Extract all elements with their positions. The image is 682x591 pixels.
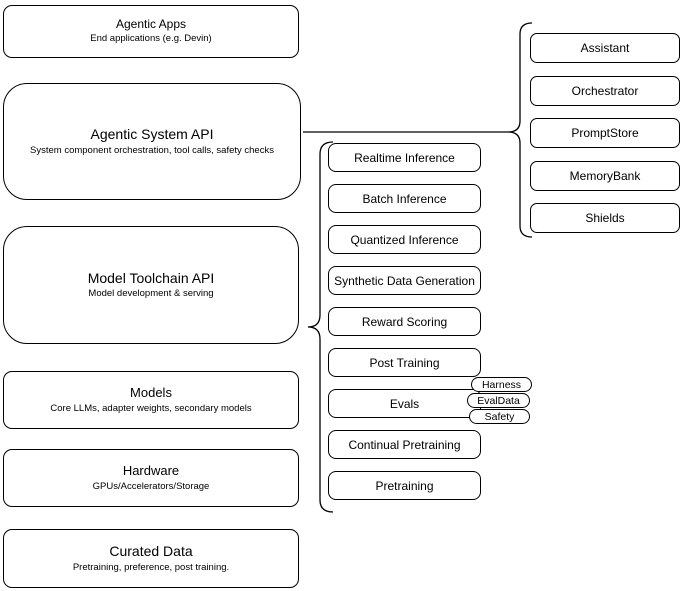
component-shields: Shields bbox=[530, 203, 680, 233]
box-title: Hardware bbox=[122, 462, 180, 478]
toolchain-item-pretraining: Pretraining bbox=[328, 471, 481, 500]
box-title: Models bbox=[130, 384, 172, 400]
eval-tag-safety: Safety bbox=[469, 409, 530, 424]
toolchain-item-synthetic-data-generation: Synthetic Data Generation bbox=[328, 266, 481, 295]
box-subtitle: GPUs/Accelerators/Storage bbox=[92, 480, 210, 492]
toolchain-item-post-training: Post Training bbox=[328, 348, 481, 377]
toolchain-item-evals: Evals bbox=[328, 389, 481, 418]
box-subtitle: Core LLMs, adapter weights, secondary mo… bbox=[50, 402, 252, 414]
box-subtitle: Pretraining, preference, post training. bbox=[72, 561, 230, 573]
eval-tag-evaldata: EvalData bbox=[467, 393, 530, 408]
box-title: Agentic Apps bbox=[115, 16, 187, 31]
eval-tag-harness: Harness bbox=[471, 377, 532, 392]
component-assistant: Assistant bbox=[530, 33, 680, 63]
toolchain-item-quantized-inference: Quantized Inference bbox=[328, 225, 481, 254]
box-subtitle: End applications (e.g. Devin) bbox=[90, 33, 212, 45]
box-hardware: Hardware GPUs/Accelerators/Storage bbox=[3, 449, 299, 507]
toolchain-item-realtime-inference: Realtime Inference bbox=[328, 143, 481, 172]
box-models: Models Core LLMs, adapter weights, secon… bbox=[3, 371, 299, 429]
box-title: Agentic System API bbox=[90, 126, 214, 143]
toolchain-item-reward-scoring: Reward Scoring bbox=[328, 307, 481, 336]
box-agentic-apps: Agentic Apps End applications (e.g. Devi… bbox=[3, 5, 299, 58]
box-subtitle: System component orchestration, tool cal… bbox=[30, 144, 274, 156]
box-model-toolchain-api: Model Toolchain API Model development & … bbox=[3, 226, 299, 344]
box-agentic-system-api: Agentic System API System component orch… bbox=[3, 83, 301, 200]
box-title: Model Toolchain API bbox=[87, 269, 215, 286]
box-subtitle: Model development & serving bbox=[88, 288, 214, 300]
toolchain-item-continual-pretraining: Continual Pretraining bbox=[328, 430, 481, 459]
component-orchestrator: Orchestrator bbox=[530, 76, 680, 106]
box-curated-data: Curated Data Pretraining, preference, po… bbox=[3, 529, 299, 588]
box-title: Curated Data bbox=[109, 543, 193, 560]
component-promptstore: PromptStore bbox=[530, 118, 680, 148]
toolchain-item-batch-inference: Batch Inference bbox=[328, 184, 481, 213]
toolchain-bracket bbox=[307, 141, 334, 513]
components-bracket bbox=[507, 22, 533, 238]
component-memorybank: MemoryBank bbox=[530, 161, 680, 191]
